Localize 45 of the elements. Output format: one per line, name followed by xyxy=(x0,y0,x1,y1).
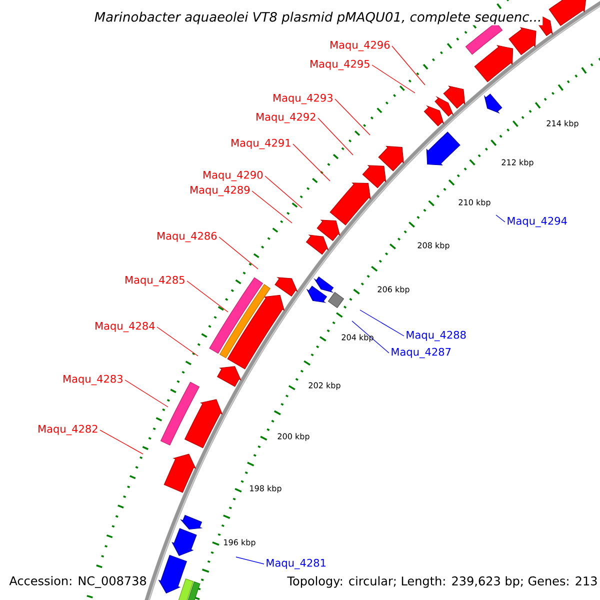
leader-line xyxy=(496,214,506,222)
leader-line xyxy=(236,556,264,564)
gene-label: Maqu_4294 xyxy=(508,216,567,228)
leader-line xyxy=(352,320,390,354)
leader-line xyxy=(218,236,258,270)
leader-line xyxy=(156,326,198,356)
title: Marinobacter aquaeolei VT8 plasmid pMAQU01, complete sequenc... xyxy=(93,10,543,26)
gene-label: Maqu_4284 xyxy=(96,322,155,332)
gene-label: Maqu_4283 xyxy=(64,374,122,386)
gene-label: Maqu_4289 xyxy=(190,186,250,196)
tick-label: 196 kbp xyxy=(224,539,256,547)
gene-label: Maqu_4290 xyxy=(204,170,263,182)
tick-label: 198 kbp xyxy=(250,485,282,493)
leader-line xyxy=(318,118,354,156)
footer-text: Topology: circular; Length: 239,623 bp; Genes: 213 xyxy=(286,575,599,589)
gene-label: Maqu_4293 xyxy=(274,94,332,104)
gene-label: Maqu_4292 xyxy=(256,112,316,124)
gene-label: Maqu_4287 xyxy=(392,348,451,358)
tick-label: 212 kbp xyxy=(502,159,534,167)
leader-line xyxy=(252,190,292,224)
tick-label: 204 kbp xyxy=(342,334,374,342)
leader-line xyxy=(264,176,302,208)
footer-text: Accession: NC_008738 xyxy=(8,575,148,589)
leader-line xyxy=(392,46,426,86)
gene-label: Maqu_4281 xyxy=(266,558,326,570)
tick-label: 208 kbp xyxy=(418,242,450,250)
tick-label: 202 kbp xyxy=(308,382,340,390)
gene-label: Maqu_4285 xyxy=(126,276,184,286)
leader-line xyxy=(372,64,416,94)
gene-label: Maqu_4288 xyxy=(406,330,466,342)
leader-line xyxy=(124,380,168,408)
leader-line xyxy=(100,430,144,454)
tick-label: 214 kbp xyxy=(546,120,578,128)
gene-label: Maqu_4296 xyxy=(330,40,390,52)
tick-label: 206 kbp xyxy=(378,286,410,294)
leader-line xyxy=(186,280,228,312)
leader-line xyxy=(292,144,330,182)
gene-label: Maqu_4295 xyxy=(310,60,370,70)
tick-label: 210 kbp xyxy=(458,199,490,207)
tick-label: 200 kbp xyxy=(278,433,310,441)
leader-line xyxy=(360,310,404,336)
gene-label: Maqu_4291 xyxy=(232,138,290,150)
leader-line xyxy=(334,98,370,136)
gene-label: Maqu_4282 xyxy=(38,424,98,436)
gene-label: Maqu_4286 xyxy=(158,232,217,242)
